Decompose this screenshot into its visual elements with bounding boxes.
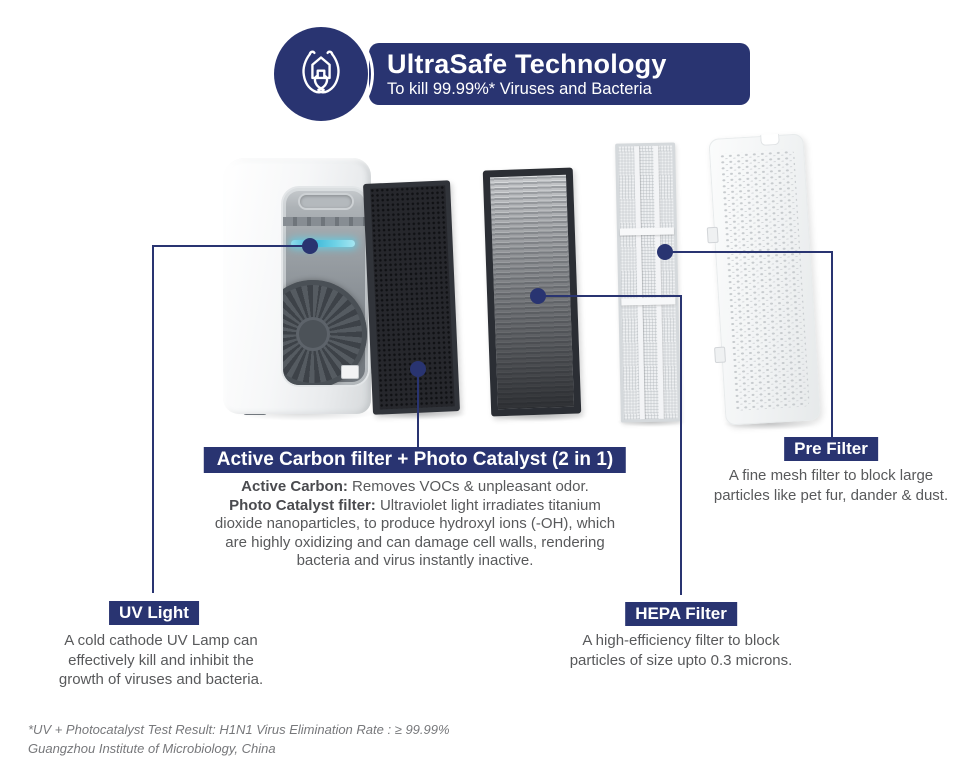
pre-filter-description: A fine mesh filter to block large partic… bbox=[714, 466, 948, 505]
footnote-line1: *UV + Photocatalyst Test Result: H1N1 Vi… bbox=[28, 722, 450, 737]
carbon-desc-line: dioxide nanoparticles, to produce hydrox… bbox=[214, 515, 616, 532]
pre-callout-dot bbox=[657, 244, 673, 260]
hands-protect-home-icon bbox=[302, 50, 340, 94]
pre-desc-line: particles like pet fur, dander & dust. bbox=[713, 486, 949, 504]
carbon-filter-description: Active Carbon: Removes VOCs & unpleasant… bbox=[205, 478, 625, 571]
uv-callout-vline bbox=[152, 245, 154, 593]
uv-desc-line: growth of viruses and bacteria. bbox=[58, 671, 264, 688]
carbon-callout-vline bbox=[417, 369, 419, 449]
purifier-top-rail bbox=[283, 217, 368, 226]
hepa-filter-label: HEPA Filter bbox=[625, 602, 737, 626]
panel-perforation bbox=[719, 148, 810, 412]
uv-callout-hline bbox=[152, 245, 310, 247]
badge-circle bbox=[274, 27, 368, 121]
mesh-vertical-divider bbox=[653, 145, 664, 419]
page-subtitle: To kill 99.99%* Viruses and Bacteria bbox=[387, 80, 652, 98]
pre-callout-vline bbox=[831, 251, 833, 439]
active-carbon-filter-image bbox=[363, 180, 460, 415]
purifier-back-opening bbox=[283, 188, 368, 385]
purifier-handle-slot bbox=[300, 195, 352, 208]
uv-light-description: A cold cathode UV Lamp can effectively k… bbox=[59, 631, 263, 690]
uv-desc-line: A cold cathode UV Lamp can bbox=[64, 632, 258, 649]
carbon-filter-label: Active Carbon filter + Photo Catalyst (2… bbox=[203, 447, 627, 473]
badge-outer-ring bbox=[268, 21, 374, 127]
carbon-desc-line: bacteria and virus instantly inactive. bbox=[296, 552, 534, 569]
footnote-line2: Guangzhou Institute of Microbiology, Chi… bbox=[28, 741, 276, 756]
air-purifier-image bbox=[223, 158, 371, 414]
carbon-desc-line: Photo Catalyst filter: Ultraviolet light… bbox=[229, 496, 601, 514]
back-panel-image bbox=[706, 133, 821, 426]
page-title: UltraSafe Technology bbox=[387, 49, 667, 79]
carbon-desc-line: Active Carbon: Removes VOCs & unpleasant… bbox=[241, 478, 589, 495]
purifier-socket bbox=[341, 365, 359, 379]
header-banner: UltraSafe Technology To kill 99.99%* Vir… bbox=[369, 43, 750, 105]
hepa-callout-dot bbox=[530, 288, 546, 304]
hepa-desc-line: A high-efficiency filter to block bbox=[582, 632, 780, 649]
mesh-vertical-divider bbox=[634, 146, 645, 420]
panel-notch bbox=[760, 133, 780, 146]
footnote: *UV + Photocatalyst Test Result: H1N1 Vi… bbox=[28, 720, 450, 758]
pre-desc-line: A fine mesh filter to block large bbox=[728, 467, 934, 484]
hepa-desc-line: particles of size upto 0.3 microns. bbox=[569, 651, 793, 669]
uv-desc-line: effectively kill and inhibit the bbox=[68, 651, 254, 669]
hepa-callout-vline bbox=[680, 295, 682, 595]
hepa-callout-hline bbox=[538, 295, 682, 297]
carbon-callout-dot bbox=[410, 361, 426, 377]
uv-callout-dot bbox=[302, 238, 318, 254]
carbon-desc-line: are highly oxidizing and can damage cell… bbox=[225, 533, 605, 551]
uv-lamp-tube bbox=[291, 240, 355, 247]
mesh-ground-shadow bbox=[616, 417, 686, 427]
uv-light-label: UV Light bbox=[109, 601, 199, 625]
pre-filter-mesh-image bbox=[615, 142, 681, 423]
panel-clip bbox=[706, 226, 719, 244]
mesh-horizontal-rail bbox=[619, 227, 674, 236]
pre-filter-label: Pre Filter bbox=[784, 437, 878, 461]
hepa-filter-description: A high-efficiency filter to block partic… bbox=[570, 631, 793, 670]
mesh-horizontal-rail bbox=[621, 297, 676, 306]
fan-hub bbox=[296, 317, 330, 351]
panel-clip bbox=[714, 346, 726, 364]
pre-callout-hline bbox=[665, 251, 833, 253]
